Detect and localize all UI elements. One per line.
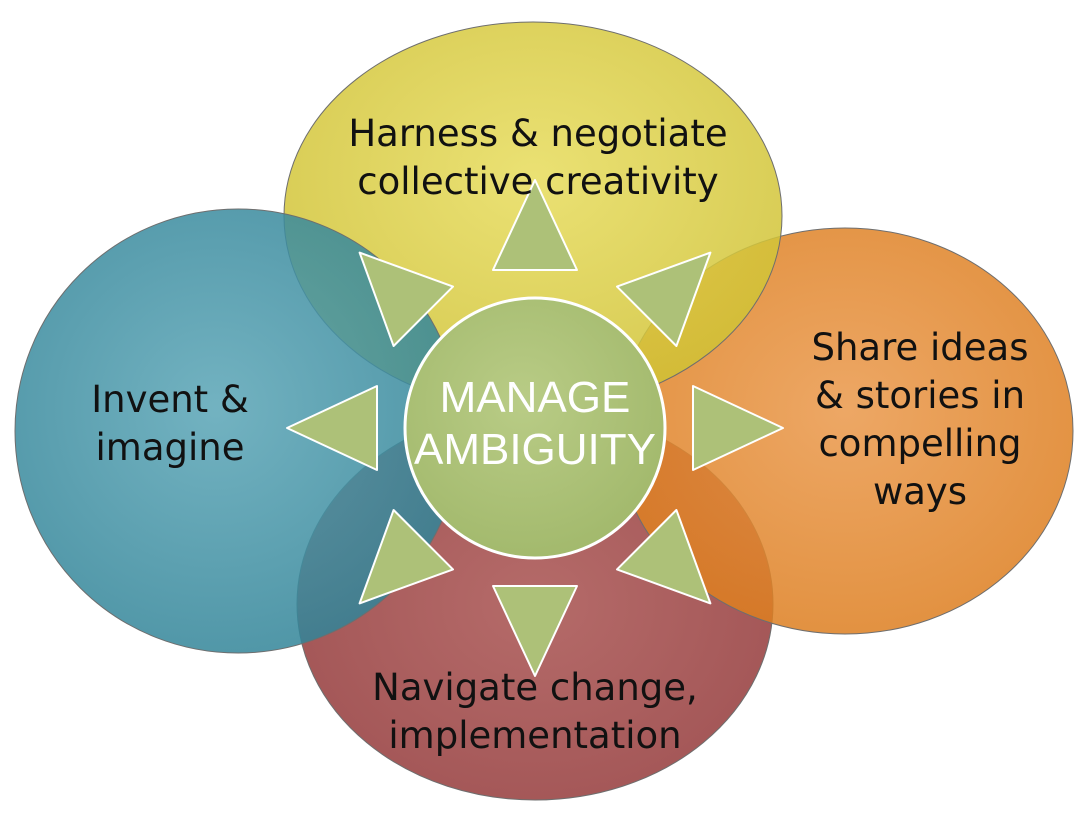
right-label-line-4: ways (872, 470, 968, 513)
top-circle-label: Harness & negotiate collective creativit… (333, 110, 743, 206)
top-label-line-2: collective creativity (357, 160, 719, 203)
arrow-down-left (358, 509, 454, 605)
center-label-line-2: AMBIGUITY (413, 425, 657, 474)
arrow-up-left (358, 251, 454, 347)
right-label-line-1: Share ideas (811, 326, 1029, 369)
arrow-group (286, 179, 784, 677)
right-label-line-3: compelling (818, 422, 1022, 465)
left-label-line-1: Invent & (91, 378, 249, 421)
left-label-line-2: imagine (95, 426, 245, 469)
arrow-up-right (616, 251, 712, 347)
bottom-circle-label: Navigate change, implementation (345, 664, 725, 760)
arrow-down-right (616, 509, 712, 605)
bottom-label-line-1: Navigate change, (372, 666, 698, 709)
right-circle-label: Share ideas & stories in compelling ways (785, 324, 1055, 516)
bottom-label-line-2: implementation (388, 714, 682, 757)
left-circle-label: Invent & imagine (60, 376, 280, 472)
arrow-down (492, 585, 578, 677)
arrow-up (492, 179, 578, 271)
arrow-left (286, 385, 378, 471)
arrow-right (692, 385, 784, 471)
center-label: MANAGE AMBIGUITY (405, 372, 665, 476)
top-label-line-1: Harness & negotiate (348, 112, 728, 155)
right-label-line-2: & stories in (814, 374, 1026, 417)
center-label-line-1: MANAGE (439, 373, 631, 422)
center-circle (403, 296, 667, 560)
